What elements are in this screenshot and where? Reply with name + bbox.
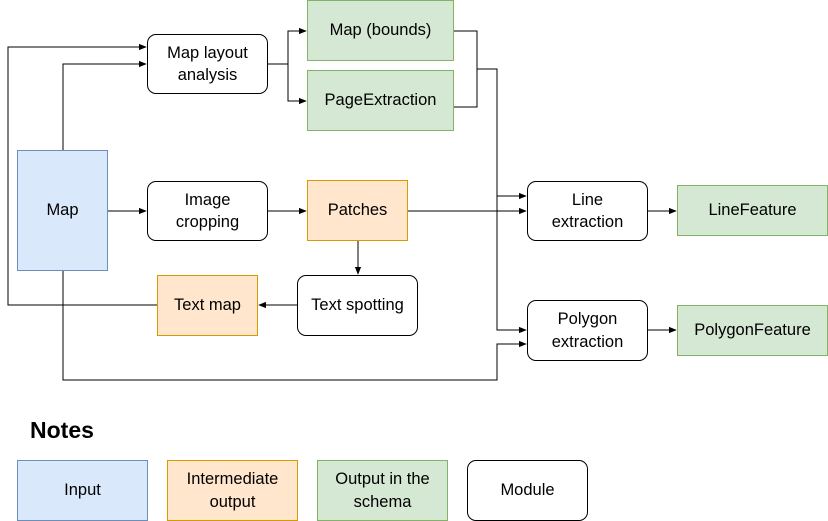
edge-layout-to-pageextraction [287,64,307,105]
node-page-extraction: PageExtraction [307,70,454,131]
edge-map-to-layout [62,60,147,150]
edge-merge-to-polygon [496,196,527,334]
node-polygon-feature: PolygonFeature [677,305,828,356]
legend-intermediate-output: Intermediate output [167,460,298,521]
node-map-layout-analysis: Map layout analysis [147,34,268,94]
legend-input: Input [17,460,148,521]
legend-output-in-schema: Output in the schema [317,460,448,521]
node-polygon-extraction: Polygon extraction [527,300,648,361]
node-map: Map [17,150,108,271]
node-image-cropping: Image cropping [147,181,268,241]
node-text-spotting: Text spotting [297,275,418,336]
node-line-feature: LineFeature [677,185,828,236]
edge-map-to-polygon [62,271,527,381]
edge-layout-to-bounds [268,27,307,65]
edge-textmap-to-layout [7,43,157,306]
edge-bounds-merge [454,30,478,108]
notes-heading: Notes [30,417,94,443]
edge-merge-to-line [477,68,527,200]
node-patches: Patches [307,180,408,241]
node-map-bounds: Map (bounds) [307,0,454,61]
node-line-extraction: Line extraction [527,181,648,241]
legend-module: Module [467,460,588,521]
node-text-map: Text map [157,275,258,336]
